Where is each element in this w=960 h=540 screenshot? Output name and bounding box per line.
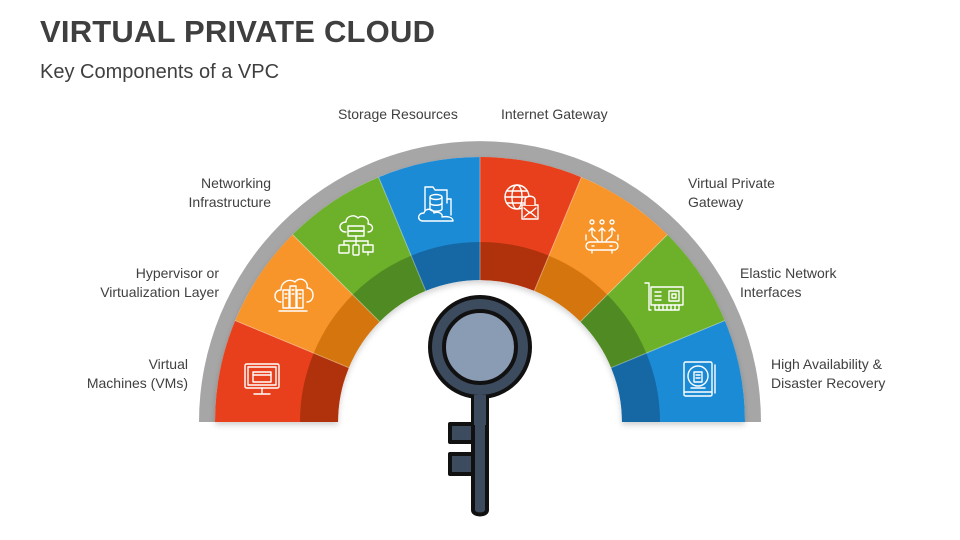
segment-ha-dr-inner	[611, 353, 660, 422]
label-storage: Storage Resources	[338, 106, 458, 122]
page-title: VIRTUAL PRIVATE CLOUD	[40, 14, 436, 49]
segment-eni-inner	[580, 294, 647, 368]
segment-separators	[235, 157, 725, 369]
segment-vpg-inner	[534, 255, 608, 322]
cloud-network-icon	[338, 215, 374, 256]
key-icon	[428, 295, 532, 517]
label-hypervisor: Hypervisor or Virtualization Layer	[100, 265, 219, 300]
cloud-server-icon	[274, 278, 314, 312]
segment-storage-inner	[411, 241, 480, 291]
globe-lock-icon	[504, 184, 539, 220]
segment-hypervisor-inner	[313, 294, 380, 368]
page-subtitle: Key Components of a VPC	[40, 61, 280, 83]
segment-networking-inner	[352, 255, 426, 322]
network-card-icon	[644, 282, 684, 311]
label-internet-gateway: Internet Gateway	[501, 106, 608, 122]
segment-vm-inner	[300, 353, 349, 422]
storage-database-icon	[417, 186, 454, 222]
label-ha-dr: High Availability & Disaster Recovery	[771, 356, 886, 391]
segment-internet-gateway-inner	[480, 242, 549, 291]
router-icon	[585, 219, 619, 254]
label-eni: Elastic Network Interfaces	[740, 265, 837, 300]
disaster-recovery-book-icon	[683, 361, 716, 397]
label-vpg: Virtual Private Gateway	[688, 175, 775, 210]
label-vm: Virtual Machines (VMs)	[86, 356, 188, 391]
monitor-icon	[244, 363, 280, 395]
label-networking: Networking Infrastructure	[188, 175, 271, 210]
